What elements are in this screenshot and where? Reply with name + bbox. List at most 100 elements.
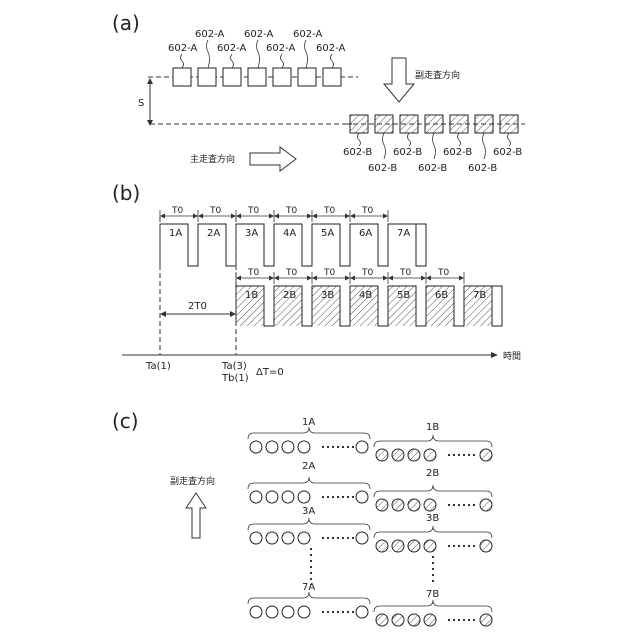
dot-b [376,540,388,552]
leader-line [181,54,184,68]
timing-chart-b: 1B2B3B4B5B6B7BT0T0T0T0T0T0 [236,268,502,326]
nozzle-b [450,115,468,133]
nozzle-b [375,115,393,133]
t0-label: T0 [247,268,259,278]
pulse-label-a: 4A [283,228,296,239]
leader-line [358,133,361,146]
label-602b: 602-B [493,147,522,158]
label-602b: 602-B [468,163,497,174]
brace-b [374,526,492,538]
panel-label-c: (c) [112,409,139,433]
group-label-a: 3A [302,506,315,517]
dot-a [356,441,368,453]
brace-b [374,485,492,497]
dot-a [266,606,278,618]
group-label-a: 1A [302,417,315,428]
dot-b [392,614,404,626]
dot-b [480,540,492,552]
two-t0-span: 2T0 [160,301,236,317]
label-2t0: 2T0 [188,301,207,312]
timing-chart-a: 1A2A3A4A5A6A7AT0T0T0T0T0T0 [160,206,426,266]
t0-arrow [236,214,241,219]
dot-a [282,441,294,453]
dot-a [266,532,278,544]
dot-a [298,606,310,618]
dot-a [250,441,262,453]
t0-label: T0 [323,268,335,278]
group-label-a: 2A [302,461,315,472]
labels-602b: 602-B 602-B 602-B 602-B 602-B 602-B 602-… [343,133,522,174]
dot-a [266,491,278,503]
dot-b [480,449,492,461]
t0-arrow [198,214,203,219]
main-scan-arrow: 主走査方向 [190,147,296,171]
nozzle-a [173,68,191,86]
t0-arrow [274,214,279,219]
group-label-b: 3B [426,513,439,524]
nozzle-a [323,68,341,86]
dot-a [298,532,310,544]
dot-b [408,614,420,626]
pulse-label-b: 6B [435,290,448,301]
t0-arrow [312,276,317,281]
label-s: S [138,98,144,109]
dot-a [250,491,262,503]
label-602a: 602-A [244,29,273,40]
brace-b [374,600,492,612]
dot-b [424,449,436,461]
dot-b [480,614,492,626]
nozzle-a [248,68,266,86]
t0-label: T0 [361,206,373,216]
label-ta1: Ta(1) [145,361,171,372]
label-602a: 602-A [217,43,246,54]
dot-rows: 1A1B2A2B3A3B7A7B [248,417,492,626]
t0-label: T0 [323,206,335,216]
sub-scan-arrow-down: 副走査方向 [384,58,460,102]
leader-line [281,54,284,68]
dot-a [298,441,310,453]
pulse-label-a: 2A [207,228,220,239]
label-602a: 602-A [293,29,322,40]
t0-arrow [236,276,241,281]
leader-line [231,54,234,68]
t0-arrow [350,276,355,281]
label-602a: 602-A [266,43,295,54]
sub-scan-label-a: 副走査方向 [415,69,460,81]
nozzle-a [273,68,291,86]
dot-a [282,606,294,618]
dot-b [376,449,388,461]
label-602b: 602-B [418,163,447,174]
leader-line [458,133,461,146]
leader-line [331,54,334,68]
t0-arrow [345,214,350,219]
main-scan-label: 主走査方向 [190,153,235,165]
group-label-a: 7A [302,582,315,593]
dot-b [424,540,436,552]
pulse-label-b: 5B [397,290,410,301]
leader-line [408,133,411,146]
group-label-b: 7B [426,589,439,600]
dot-a [250,606,262,618]
t0-arrow [269,276,274,281]
time-axis-label: 時間 [503,351,521,362]
nozzle-b [425,115,443,133]
brace-a [248,518,370,530]
t0-arrow [269,214,274,219]
t0-arrow [459,276,464,281]
dot-b [424,614,436,626]
label-602b: 602-B [343,147,372,158]
t0-arrow [307,214,312,219]
t0-arrow [383,214,388,219]
dot-a [282,532,294,544]
t0-arrow [274,276,279,281]
leader-line [305,40,308,68]
spacing-s: S [138,78,153,126]
brace-a [248,427,370,439]
label-602b: 602-B [368,163,397,174]
t0-label: T0 [285,206,297,216]
label-602a: 602-A [195,29,224,40]
dot-a [356,532,368,544]
nozzle-b [400,115,418,133]
t0-arrow [312,214,317,219]
